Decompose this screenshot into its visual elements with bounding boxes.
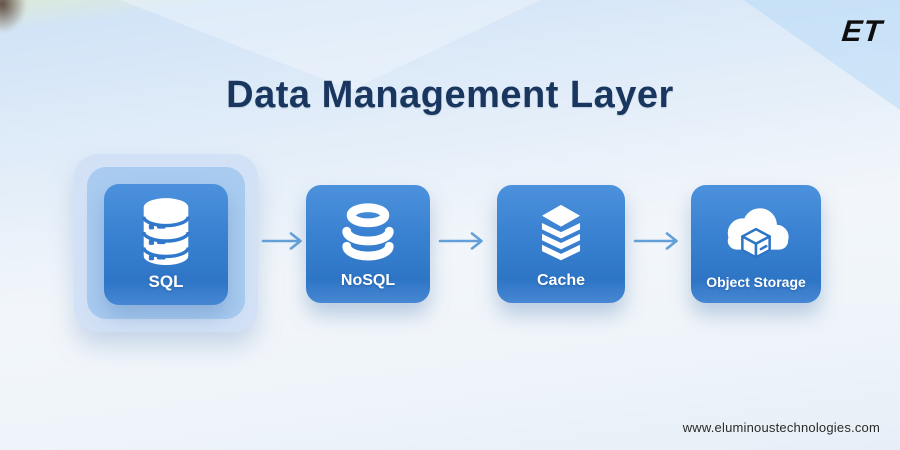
node-sql[interactable]: SQL bbox=[104, 184, 228, 305]
node-label-object-storage: Object Storage bbox=[706, 274, 806, 290]
cloud-object-storage-icon bbox=[691, 185, 821, 274]
node-object-storage[interactable]: Object Storage bbox=[691, 185, 821, 303]
sql-database-icon bbox=[104, 184, 228, 272]
node-nosql[interactable]: NoSQL bbox=[306, 185, 430, 303]
node-cache[interactable]: Cache bbox=[497, 185, 625, 303]
flow-arrow-icon bbox=[438, 232, 483, 250]
node-label-cache: Cache bbox=[536, 272, 586, 289]
flow-arrow-icon bbox=[261, 232, 302, 250]
nosql-database-icon bbox=[306, 185, 430, 272]
corner-artifact bbox=[0, 0, 26, 32]
flow-arrow-icon bbox=[633, 232, 678, 250]
company-logo: ET bbox=[839, 15, 884, 48]
cache-layers-icon bbox=[497, 185, 625, 272]
website-url: www.eluminoustechnologies.com bbox=[682, 420, 880, 435]
node-label-sql: SQL bbox=[148, 272, 184, 291]
page-title: Data Management Layer bbox=[226, 74, 674, 116]
node-label-nosql: NoSQL bbox=[340, 272, 396, 289]
